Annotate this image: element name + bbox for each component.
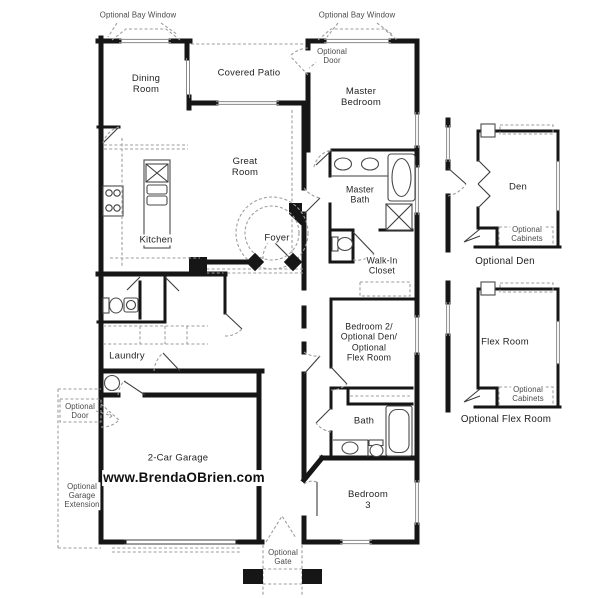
great-room-label: Great Room: [230, 155, 260, 179]
optional-den-caption: Optional Den: [474, 256, 536, 268]
doors: [102, 126, 375, 516]
optional-gate-drawing: [243, 514, 322, 596]
garage-label: 2-Car Garage: [146, 452, 210, 464]
optional-gate-label: Optional Gate: [267, 547, 299, 567]
master-bath-fixtures: [330, 153, 416, 297]
exterior-walls: [95, 35, 420, 545]
den-label: Den: [507, 181, 529, 193]
watermark: www.BrendaOBrien.com: [102, 470, 266, 486]
walk-in-closet-label: Walk-In Closet: [365, 255, 399, 277]
master-bath-label: Master Bath: [344, 184, 376, 206]
optional-bay-window-right-label: Optional Bay Window: [317, 10, 397, 20]
windows: [119, 38, 419, 545]
bedroom3-label: Bedroom 3: [347, 488, 389, 512]
optional-flex-caption: Optional Flex Room: [459, 414, 553, 426]
optional-garage-extension-label: Optional Garage Extension: [63, 482, 101, 510]
optional-door-left-label: Optional Door: [64, 401, 96, 421]
foyer-rotunda: [235, 196, 309, 272]
optional-features: [57, 22, 398, 553]
flex-room-inset: [445, 280, 562, 413]
optional-bay-window-left-label: Optional Bay Window: [98, 10, 178, 20]
kitchen-label: Kitchen: [138, 234, 174, 246]
flex-room-label: Flex Room: [480, 336, 530, 348]
bedroom2-label: Bedroom 2/ Optional Den/ Optional Flex R…: [339, 321, 399, 363]
optional-door-top-label: Optional Door: [316, 46, 348, 66]
kitchen-fixtures: [102, 138, 200, 268]
master-bedroom-label: Master Bedroom: [340, 85, 382, 109]
den-inset: [445, 117, 562, 253]
powder-room-fixtures: [102, 297, 139, 314]
interior-walls: [96, 125, 419, 460]
optional-cabinets-den-label: Optional Cabinets: [510, 224, 544, 244]
foyer-label: Foyer: [263, 232, 291, 244]
dining-room-label: Dining Room: [130, 72, 162, 96]
covered-patio-label: Covered Patio: [216, 67, 282, 79]
laundry-fixtures: [103, 325, 208, 392]
bath-label: Bath: [352, 415, 376, 427]
hall-bath-fixtures: [333, 405, 413, 458]
optional-cabinets-flex-label: Optional Cabinets: [511, 384, 545, 404]
laundry-label: Laundry: [108, 350, 146, 362]
